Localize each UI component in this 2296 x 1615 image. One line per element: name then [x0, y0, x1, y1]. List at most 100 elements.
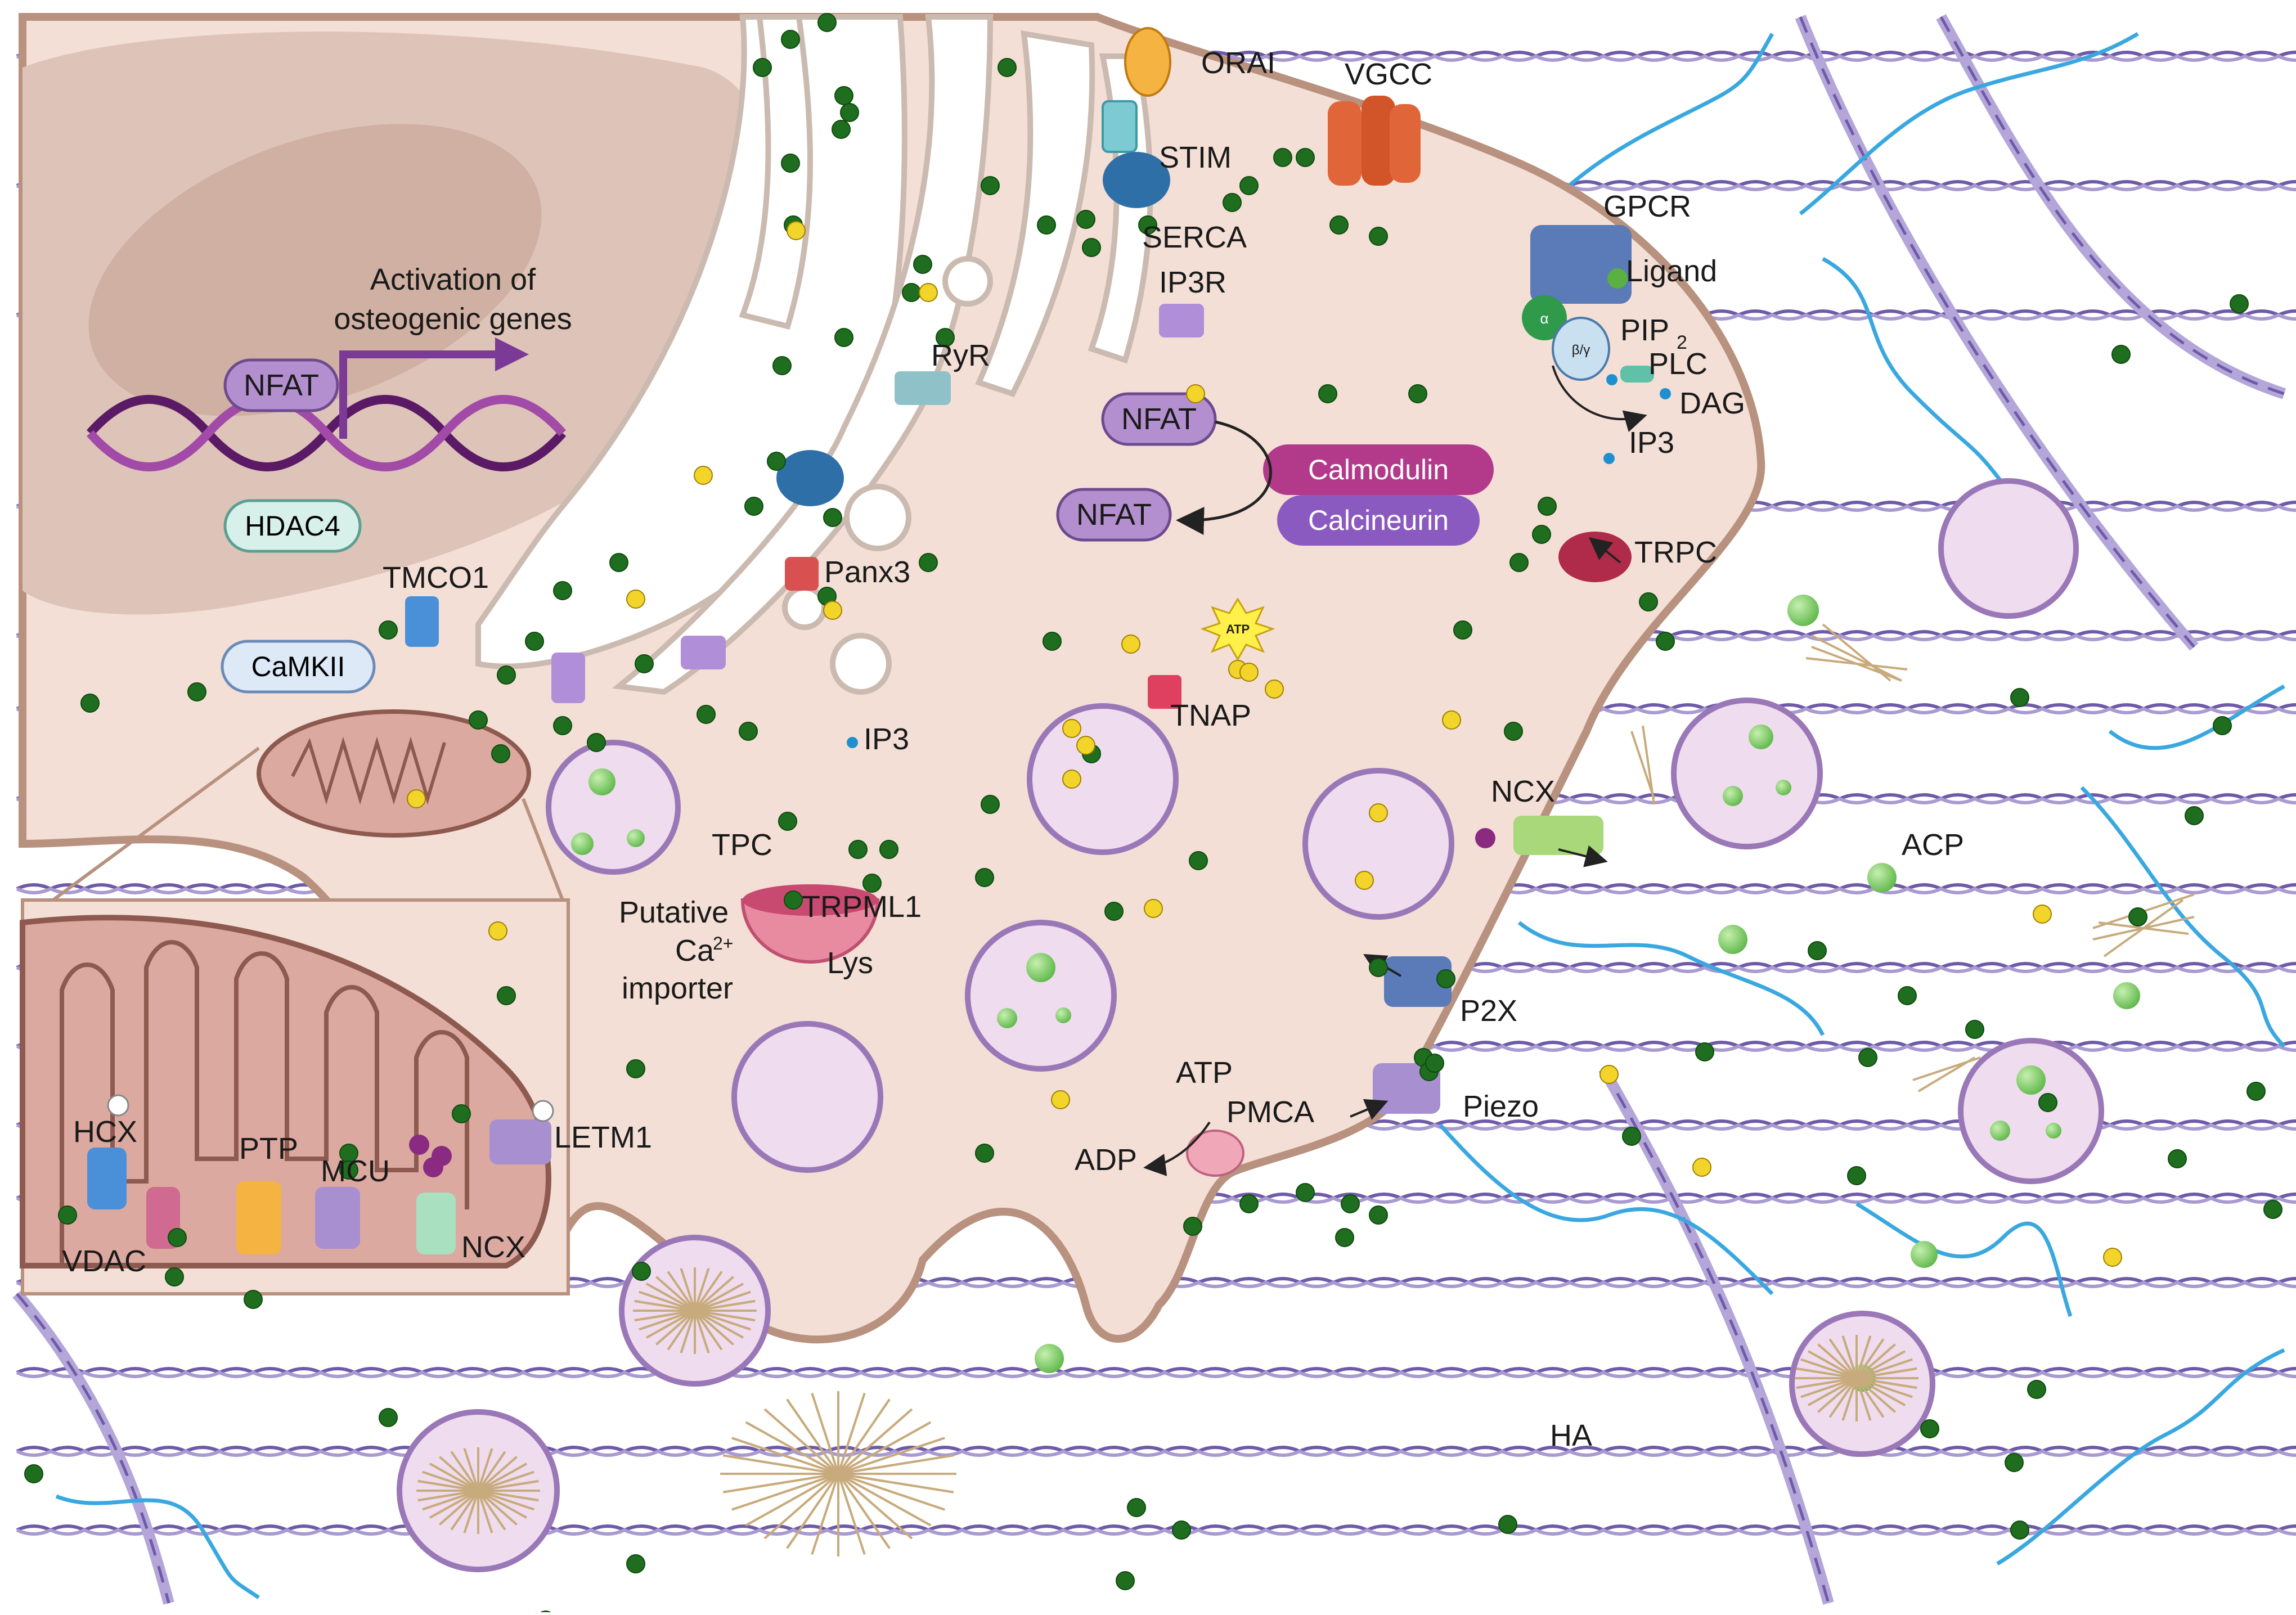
calmodulin-box — [1263, 444, 1494, 495]
calcium-ion — [2168, 1149, 2187, 1168]
calcium-ion — [1509, 553, 1529, 572]
ha-crystal-bundle — [720, 1391, 956, 1556]
calcium-ion — [1858, 1048, 1877, 1067]
phosphate-ion — [787, 221, 806, 240]
calcium-ion — [848, 840, 868, 859]
calcium-ion — [2010, 688, 2029, 707]
sodium-ion — [409, 1135, 429, 1155]
ip3-cyto-label: IP3 — [864, 722, 909, 756]
phosphate-ion — [1186, 384, 1205, 403]
calcium-ion — [1037, 215, 1056, 235]
orai-channel — [1124, 27, 1171, 97]
calcium-ion — [1538, 497, 1557, 516]
g-beta-gamma-label: β/γ — [1572, 343, 1590, 358]
calcium-ion — [975, 868, 994, 887]
matrix-vesicle — [731, 1021, 883, 1173]
lys-label: Lys — [827, 946, 873, 980]
stim-label: STIM — [1159, 141, 1232, 174]
calcium-ion — [1138, 215, 1157, 235]
phosphate-ion — [1062, 719, 1081, 738]
calcium-ion — [1116, 1571, 1135, 1590]
ncx-mito-label: NCX — [461, 1230, 525, 1264]
calcium-ion — [1436, 969, 1455, 988]
acp-sphere — [2113, 982, 2140, 1009]
calcium-ion — [1335, 1228, 1354, 1247]
calcium-ion — [553, 581, 572, 600]
hcx-transporter — [87, 1148, 127, 1209]
phosphate-ion — [823, 601, 842, 620]
ip3-molecule — [1603, 453, 1615, 464]
calcium-ion — [187, 682, 206, 701]
calcium-ion — [1127, 1498, 1146, 1517]
mcu-channel — [315, 1187, 360, 1249]
matrix-vesicle — [1671, 698, 1823, 849]
acp-sphere — [1749, 725, 1773, 749]
calcium-ion — [823, 508, 842, 527]
ncx-membrane-label: NCX — [1491, 775, 1555, 808]
panx3-label: Panx3 — [824, 555, 910, 589]
atp-burst-label: ATP — [1226, 622, 1250, 636]
calcium-ion — [1223, 193, 1242, 212]
calcium-ion — [767, 452, 786, 471]
serca-pump — [1103, 152, 1170, 208]
gpcr-receptor — [1530, 225, 1632, 304]
dna-double-helix — [86, 395, 567, 471]
ligand-label: Ligand — [1626, 254, 1717, 288]
ha-crystal-bundle — [633, 1267, 757, 1354]
phosphate-ion — [407, 789, 426, 808]
mcu-label: MCU — [321, 1154, 390, 1188]
calcium-ion — [753, 58, 772, 77]
matrix-vesicle — [1027, 703, 1179, 855]
plc-label: PLC — [1648, 347, 1708, 381]
serca-label: SERCA — [1142, 221, 1247, 254]
collagen-fibril — [16, 1367, 2296, 1378]
calcium-ion — [24, 1464, 43, 1483]
calcium-ion — [632, 1262, 651, 1281]
calcium-ion — [1656, 632, 1675, 651]
panx3-channel — [785, 557, 819, 591]
plc-enzyme — [1620, 366, 1654, 383]
ligand-molecule — [1607, 268, 1628, 289]
calcium-ion — [1847, 1166, 1866, 1185]
calcineurin-label: Calcineurin — [1308, 505, 1449, 536]
g-alpha-subunit — [1522, 295, 1567, 340]
calcium-ion — [919, 553, 938, 572]
calcium-ion — [739, 722, 758, 741]
calcium-ion — [2005, 1453, 2024, 1472]
gpcr-label: GPCR — [1603, 190, 1691, 223]
gene-activation-arrowhead — [495, 338, 529, 371]
ip3r-channel-2 — [551, 653, 585, 703]
phosphate-ion — [1369, 803, 1388, 822]
calcium-ion — [1341, 1194, 1360, 1213]
ip3r-channel — [1159, 304, 1204, 338]
nfat-nucleus-label: NFAT — [244, 368, 319, 402]
calcium-ion — [58, 1205, 77, 1225]
calcium-ion — [1189, 851, 1208, 870]
calcium-ion — [2246, 1082, 2266, 1101]
matrix-vesicle — [1958, 1038, 2104, 1184]
atp-label: ATP — [1176, 1056, 1233, 1090]
acp-sphere — [1055, 1007, 1071, 1023]
calcium-ion — [981, 795, 1000, 814]
calcium-ion — [2038, 1093, 2057, 1112]
trpc-label: TRPC — [1634, 536, 1717, 569]
acp-sphere — [1787, 595, 1819, 626]
phosphate-ion — [2103, 1248, 2122, 1267]
calcium-ion — [244, 1290, 263, 1309]
calcium-ion — [553, 716, 572, 735]
ncx-transporter — [1513, 816, 1603, 855]
vgcc-channel — [1328, 96, 1421, 186]
matrix-vesicle — [1302, 768, 1454, 920]
calcium-ion — [2111, 345, 2131, 364]
acp-sphere — [1026, 953, 1055, 982]
g-beta-gamma-subunit — [1552, 317, 1610, 381]
gene-activation-label: Activation of — [370, 263, 536, 296]
acp-sphere — [588, 768, 615, 795]
ha-label: HA — [1550, 1419, 1592, 1452]
calcium-ion — [379, 1408, 398, 1427]
calcium-ion — [452, 1104, 471, 1123]
calcium-ion — [817, 13, 837, 32]
hdac4-label: HDAC4 — [245, 510, 340, 542]
phosphate-ion — [2033, 905, 2052, 924]
